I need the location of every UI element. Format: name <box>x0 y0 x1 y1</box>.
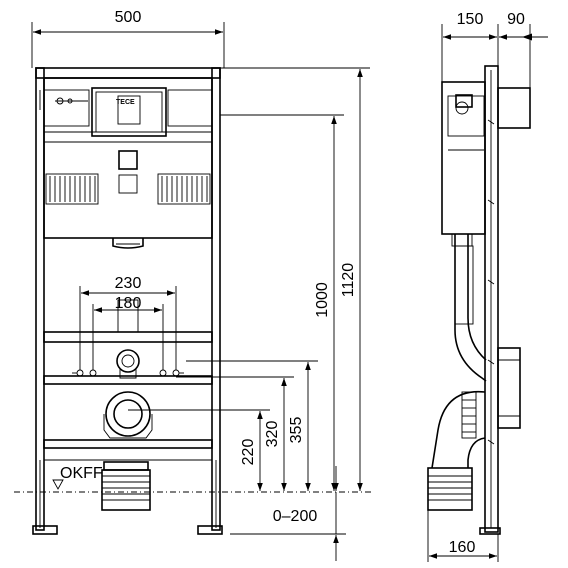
dim-500: 500 <box>115 9 142 26</box>
brand-logo: TECE <box>116 99 135 106</box>
okff-label: OKFF <box>60 465 103 482</box>
flush-plate-frame <box>91 87 167 137</box>
dim-0-200: 0–200 <box>273 508 318 525</box>
side-inlet <box>497 347 521 429</box>
dim-1120: 1120 <box>340 263 357 298</box>
waste-pipe <box>101 469 151 511</box>
dim-1000: 1000 <box>314 282 331 318</box>
bolt-left-outer <box>76 369 84 377</box>
bolt-right-outer <box>172 369 180 377</box>
dim-355: 355 <box>288 417 305 444</box>
middle-rail <box>43 375 213 385</box>
waste-outlet <box>105 391 151 437</box>
dim-180: 180 <box>115 295 142 312</box>
front-view: TECE <box>32 67 223 535</box>
upper-rail <box>43 331 213 343</box>
left-louvre <box>45 173 99 205</box>
side-actuator-box <box>497 87 531 129</box>
front-dimensions: 500 OKFF 1120 1000 355 320 220 230 <box>14 9 372 561</box>
right-louvre <box>157 173 211 205</box>
side-cistern <box>441 81 486 235</box>
lower-rail <box>43 439 213 449</box>
dim-150: 150 <box>457 11 484 28</box>
dim-160: 160 <box>449 539 476 556</box>
cistern-box <box>43 77 213 239</box>
bolt-left-inner <box>89 369 97 377</box>
water-inlet <box>116 349 140 373</box>
bolt-right-inner <box>159 369 167 377</box>
dim-90: 90 <box>507 11 525 28</box>
side-post <box>484 65 499 533</box>
right-foot <box>197 525 223 535</box>
floor-symbol <box>52 479 64 490</box>
side-dimensions: 150 90 160 <box>427 11 548 562</box>
dim-320: 320 <box>264 421 281 448</box>
side-waste-bend <box>431 390 486 469</box>
left-foot <box>32 525 58 535</box>
dim-220: 220 <box>240 439 257 466</box>
side-view <box>427 65 531 535</box>
side-waste-socket <box>427 467 473 511</box>
access-square <box>118 150 138 170</box>
dim-230: 230 <box>115 275 142 292</box>
